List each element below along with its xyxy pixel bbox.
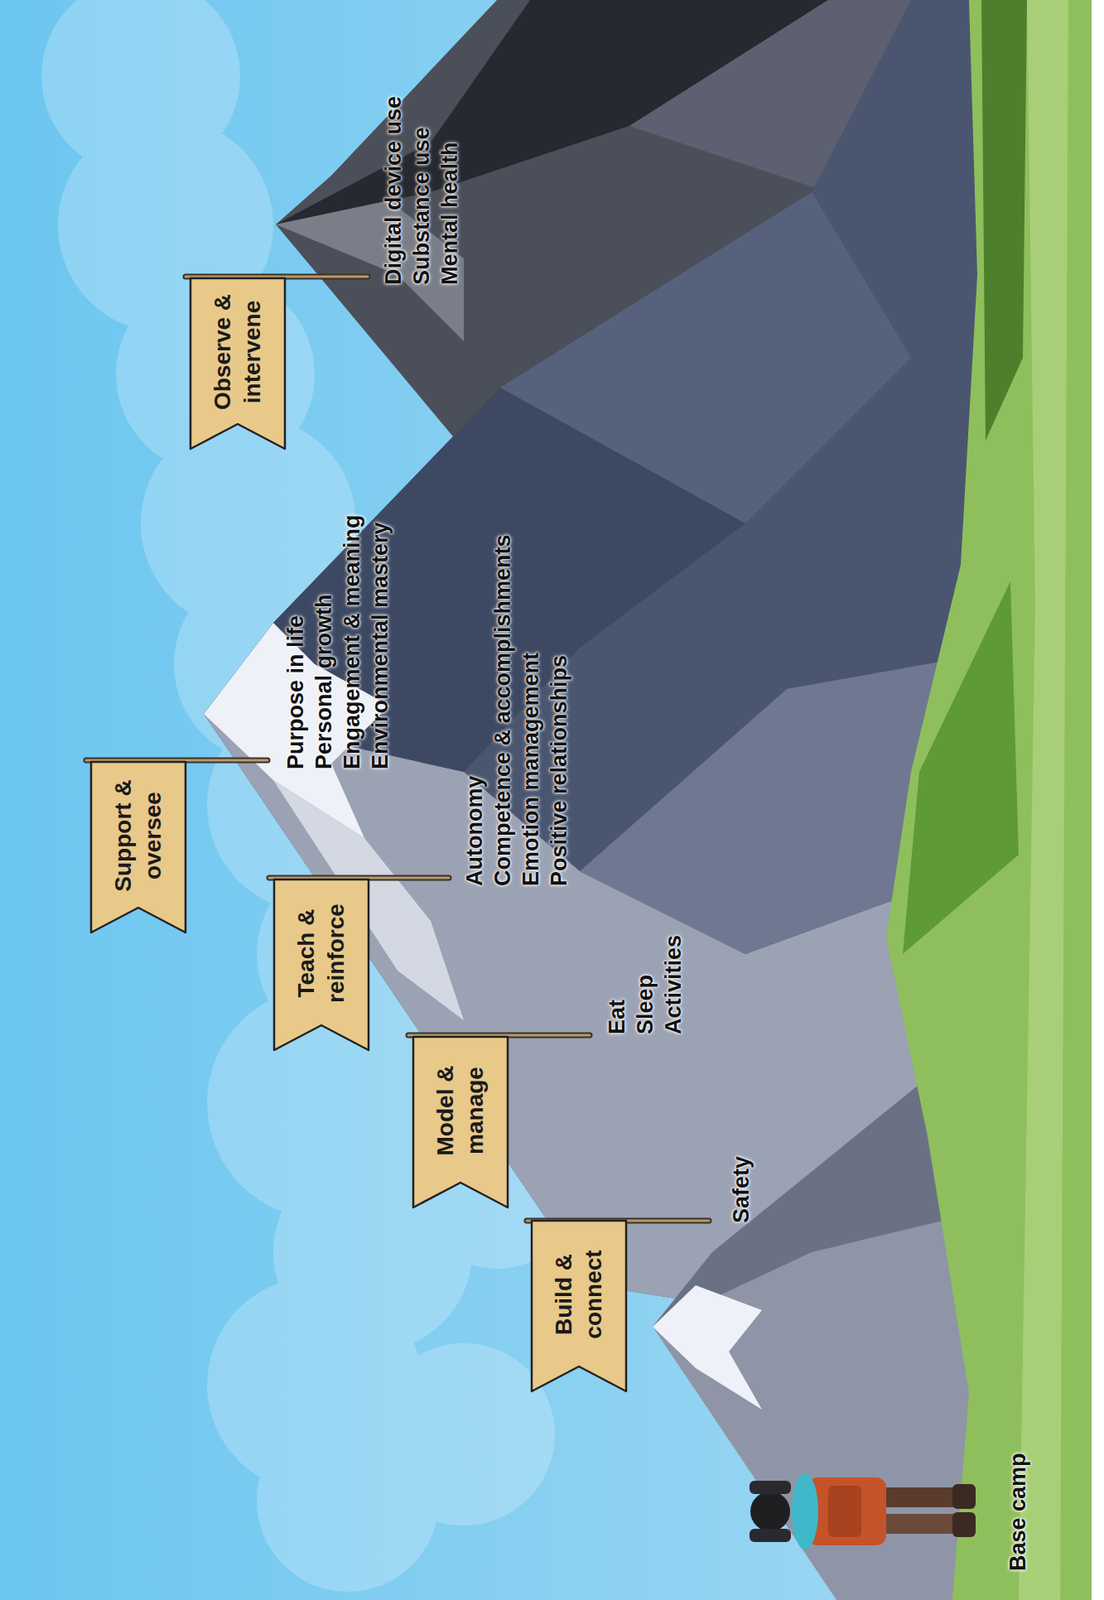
banner-text: Build & connect [549,1229,609,1360]
banner-flag: Model & manage [411,1035,510,1210]
banner-text: Observe & intervene [207,286,268,418]
banner-shape [411,1035,510,1210]
step-label: Base camp [1003,1452,1032,1572]
banner-shape [89,760,188,935]
step-label: Personal growth [309,593,338,770]
step-label: Eat [602,999,632,1035]
step-label: Emotion management [516,652,545,887]
banner-flag: Build & connect [530,1219,628,1394]
banner-flag: Teach & reinforce [272,877,371,1052]
banner-flag: Support & oversee [89,760,188,935]
step-label: Environmental mastery [366,521,395,770]
step-label: Purpose in life [281,615,310,770]
step-label: Autonomy [460,776,489,887]
step-label: Activities [659,935,688,1035]
banner-text: Teach & reinforce [291,887,352,1019]
step-label: Engagement & meaning [337,514,367,770]
banner-text: Support & oversee [108,770,169,902]
banner-outline [274,879,369,1051]
banner-outline [413,1036,508,1208]
banner-flag: Observe & intervene [188,276,287,451]
step-label: Substance use [407,126,436,285]
banner-shape [188,276,287,451]
banner-shape [272,877,371,1052]
step-label: Competence & accomplishments [488,534,517,887]
banner-outline [531,1220,627,1392]
banner-text: Model & manage [430,1045,491,1177]
banner-outline [190,278,285,449]
step-label: Safety [727,1156,756,1224]
step-label: Sleep [631,974,660,1035]
step-label: Digital device use [379,96,408,285]
step-label: Mental health [435,141,464,285]
banner-shape [530,1219,628,1394]
banner-outline [91,761,186,933]
step-label: Positive relationships [544,655,574,887]
